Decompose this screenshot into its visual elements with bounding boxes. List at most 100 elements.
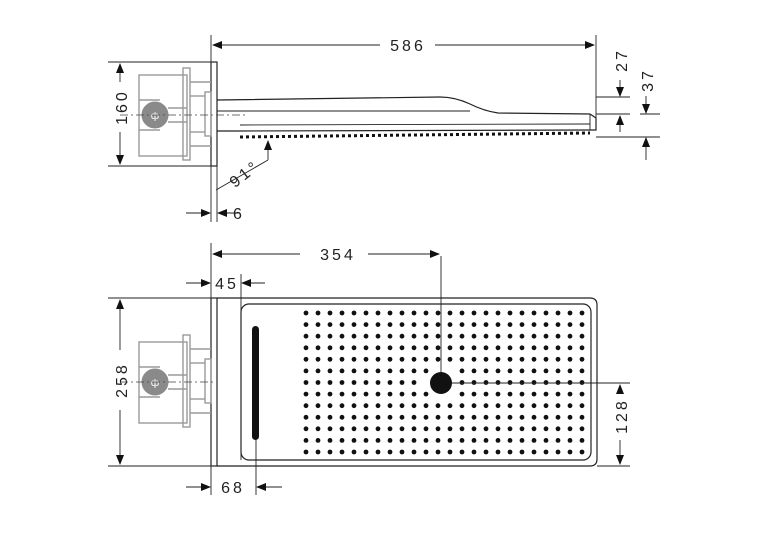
nozzle-dot — [483, 356, 489, 362]
nozzle-dot — [375, 322, 381, 327]
nozzle-dot — [315, 449, 321, 455]
nozzle-dot — [399, 345, 405, 351]
nozzle-dot — [507, 333, 513, 339]
nozzle-dot — [519, 322, 525, 327]
nozzle-dot — [507, 438, 513, 443]
nozzle-dot — [519, 333, 525, 339]
nozzle-dot — [387, 368, 393, 374]
shower-arm-top — [216, 96, 591, 115]
nozzle-dot — [375, 391, 381, 397]
side-view: ф 586 160 27 — [108, 35, 660, 223]
nozzle-dot — [567, 368, 573, 374]
nozzle-dot — [435, 403, 441, 409]
nozzle-dot — [339, 310, 345, 316]
nozzle-dot — [555, 356, 561, 362]
nozzle-dot — [579, 333, 585, 339]
nozzle-dot — [327, 426, 333, 432]
nozzle-dot — [495, 333, 501, 339]
nozzle-dot — [483, 438, 489, 443]
nozzle-dot — [339, 345, 345, 351]
nozzle-dot — [483, 322, 489, 327]
nozzle-dot — [531, 368, 537, 374]
nozzle-dot — [435, 345, 441, 351]
nozzle-dot — [555, 310, 561, 316]
nozzle-dot — [375, 414, 381, 420]
nozzle-dot — [363, 333, 369, 339]
nozzle-dot — [435, 310, 441, 316]
nozzle-dot — [555, 333, 561, 339]
nozzle-dot — [543, 426, 549, 432]
nozzle-dot — [303, 414, 309, 420]
nozzle-dot — [447, 414, 453, 420]
nozzle-dot — [459, 426, 465, 432]
nozzle-dot — [567, 403, 573, 409]
nozzle-dot — [531, 426, 537, 432]
nozzle-dot — [507, 449, 513, 455]
nozzle-dot — [303, 426, 309, 432]
nozzle-dot — [339, 356, 345, 362]
valve-box-side: ф — [138, 67, 212, 161]
nozzle-dot — [459, 322, 465, 327]
nozzle-row-side — [239, 131, 591, 139]
nozzle-dot — [555, 449, 561, 455]
nozzle-dot — [363, 368, 369, 374]
nozzle-dot — [375, 380, 381, 385]
nozzle-dot — [543, 356, 549, 362]
nozzle-dot — [459, 380, 465, 385]
nozzle-dot — [315, 391, 321, 397]
nozzle-dot — [507, 391, 513, 397]
nozzle-dot — [495, 368, 501, 374]
nozzle-dot — [351, 345, 357, 351]
nozzle-dot — [543, 449, 549, 455]
nozzle-dot — [387, 322, 393, 327]
nozzle-dot — [363, 426, 369, 432]
nozzle-dot — [363, 345, 369, 351]
nozzle-dot — [327, 449, 333, 455]
nozzle-dot — [303, 345, 309, 351]
nozzle-dot — [459, 356, 465, 362]
nozzle-dot — [579, 380, 585, 385]
nozzle-dot — [519, 368, 525, 374]
nozzle-dot — [447, 426, 453, 432]
nozzle-dot — [363, 414, 369, 420]
nozzle-dot — [471, 380, 477, 385]
nozzle-dot — [567, 345, 573, 351]
nozzle-dot — [555, 426, 561, 432]
dim-258: 258 — [114, 362, 131, 398]
nozzle-dot — [327, 333, 333, 339]
nozzle-dot — [351, 426, 357, 432]
nozzle-dot — [423, 333, 429, 339]
nozzle-dot — [411, 403, 417, 409]
dim-45: 45 — [215, 276, 239, 293]
nozzle-dot — [459, 449, 465, 455]
nozzle-dot — [351, 403, 357, 409]
nozzle-dot — [447, 345, 453, 351]
nozzle-dot — [399, 333, 405, 339]
nozzle-dot — [375, 438, 381, 443]
nozzle-dot — [483, 403, 489, 409]
nozzle-dot — [459, 414, 465, 420]
nozzle-dot — [399, 322, 405, 327]
nozzle-dot — [327, 310, 333, 316]
nozzle-dot — [519, 449, 525, 455]
nozzle-dot — [507, 426, 513, 432]
nozzle-dot — [351, 414, 357, 420]
nozzle-dot — [339, 333, 345, 339]
nozzle-dot — [327, 356, 333, 362]
nozzle-dot — [339, 322, 345, 327]
nozzle-dot — [543, 322, 549, 327]
nozzle-dot — [543, 310, 549, 316]
nozzle-dot — [363, 403, 369, 409]
nozzle-dot — [363, 438, 369, 443]
nozzle-dot — [411, 414, 417, 420]
nozzle-dot — [567, 310, 573, 316]
nozzle-dot — [579, 414, 585, 420]
dim-27: 27 — [614, 48, 631, 72]
nozzle-dot — [495, 438, 501, 443]
nozzle-dot — [531, 438, 537, 443]
nozzle-dot — [387, 356, 393, 362]
nozzle-dot — [543, 391, 549, 397]
nozzle-dot — [495, 310, 501, 316]
nozzle-dot — [315, 414, 321, 420]
